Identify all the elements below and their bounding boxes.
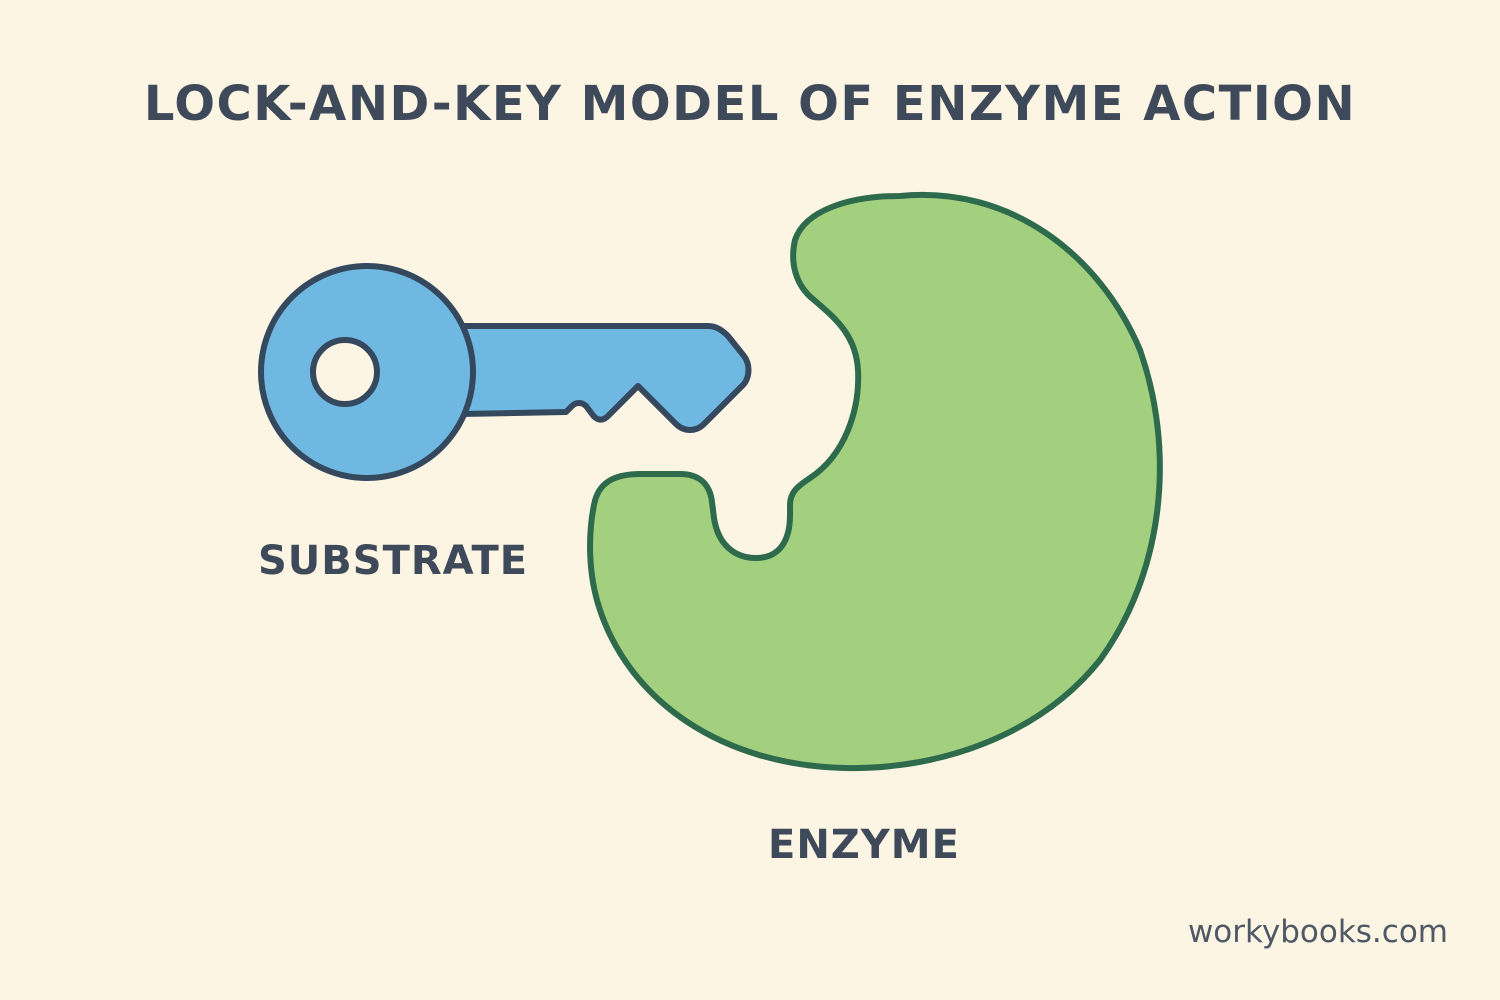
enzyme-label: ENZYME [768, 822, 960, 868]
key-shaft [459, 323, 752, 433]
key-hole [310, 337, 380, 407]
substrate-label: SUBSTRATE [258, 538, 529, 584]
diagram-title: LOCK-AND-KEY MODEL OF ENZYME ACTION [143, 76, 1357, 132]
watermark-text: workybooks.com [1187, 914, 1448, 950]
key-icon [258, 263, 752, 481]
enzyme-shape [587, 191, 1163, 772]
